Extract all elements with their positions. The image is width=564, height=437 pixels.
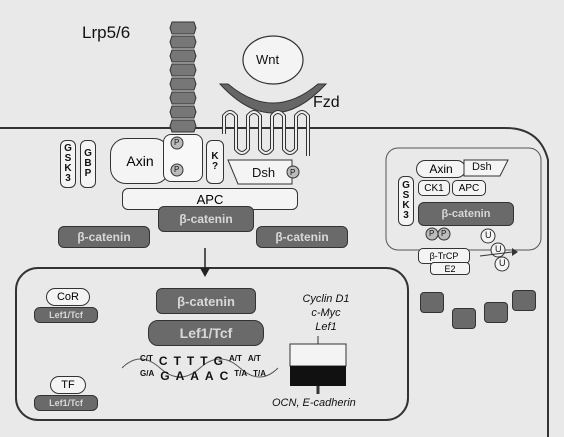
beta-catenin-right: β-catenin <box>256 226 348 248</box>
dna-top-strand: C/T C T T T G A/T A/T <box>140 354 261 368</box>
gene-bar <box>289 336 347 394</box>
wnt-label: Wnt <box>256 52 280 67</box>
dsh-label-right: Dsh <box>472 161 492 173</box>
lef-tcf-active: Lef1/Tcf <box>148 320 264 346</box>
apc-box-right: APC <box>452 180 486 196</box>
beta-catenin-center: β-catenin <box>158 206 254 232</box>
phospho-label-right-2: P <box>441 229 447 238</box>
ck-label: K? <box>206 140 224 184</box>
nucleus <box>15 267 409 421</box>
lrp-receptor <box>169 21 197 133</box>
phosphate-label-1: P <box>174 138 180 147</box>
beta-catenin-nuclear: β-catenin <box>156 288 256 314</box>
cor-box: CoR <box>46 288 90 306</box>
lrp-label: Lrp5/6 <box>82 23 131 42</box>
phospho-label-right-1: P <box>429 229 435 238</box>
ck1-box: CK1 <box>418 180 450 196</box>
ubiquitin-label-3: U <box>499 258 506 268</box>
degraded-fragment-1 <box>420 292 444 313</box>
beta-catenin-left: β-catenin <box>58 226 150 248</box>
lef-tcf-tf: Lef1/Tcf <box>34 395 98 411</box>
fzd-label: Fzd <box>313 94 340 111</box>
target-genes: Cyclin D1 c-Myc Lef1 <box>302 293 350 333</box>
lef-tcf-repressed: Lef1/Tcf <box>34 307 98 323</box>
dna-bottom-strand: G/A G A A A C T/A T/A <box>140 369 267 383</box>
bottom-genes-label: OCN, E-cadherin <box>272 397 356 409</box>
degraded-fragment-3 <box>484 302 508 323</box>
axin-box: Axin <box>110 138 170 184</box>
ubiquitination-markers <box>425 227 518 272</box>
ubiquitin-label-2: U <box>495 244 502 254</box>
fzd-receptor <box>222 110 310 156</box>
wnt-ligand <box>218 35 328 114</box>
phosphate-label-2: P <box>174 165 180 174</box>
dsh-label: Dsh <box>252 165 276 180</box>
degraded-fragment-2 <box>452 308 476 329</box>
dsh-shape <box>227 159 300 185</box>
axin-box-right: Axin <box>416 160 466 178</box>
dsh-shape-right <box>463 159 509 177</box>
tf-box: TF <box>50 376 86 394</box>
dsh-phosphate-label: P <box>290 168 296 177</box>
ubiquitin-label-1: U <box>485 230 492 240</box>
phospho-column <box>163 134 203 182</box>
phosphate-markers <box>170 136 184 177</box>
dna-strand <box>121 358 279 378</box>
e2-box: E2 <box>430 262 470 275</box>
beta-catenin-degraded: β-catenin <box>418 202 514 226</box>
degraded-fragment-4 <box>512 290 536 311</box>
